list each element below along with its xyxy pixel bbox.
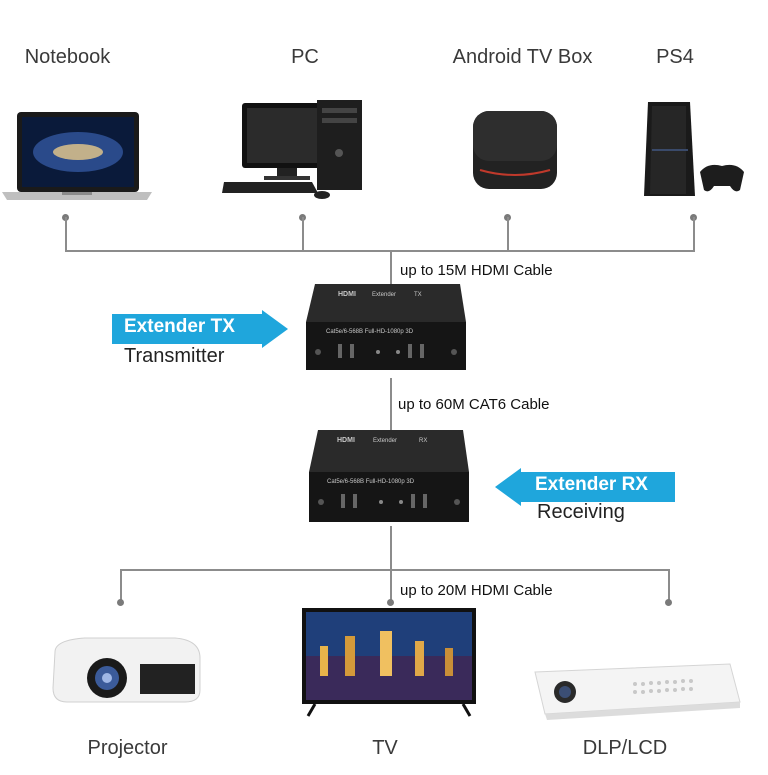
drop-line-notebook: [65, 217, 67, 251]
tx-front-text: Cat5e/6-568B Full-HD-1080p 3D: [326, 329, 414, 335]
mini-projector-icon: [534, 663, 741, 720]
tv-box-icon: [473, 111, 557, 189]
game-console-icon: [644, 102, 744, 196]
tx-arrow-shape: [112, 310, 288, 348]
rx-arrow-label: Extender RX: [535, 474, 648, 495]
connector-dot-tv: [387, 599, 394, 606]
source-label-pc: PC: [291, 46, 319, 68]
source-label-notebook: Notebook: [24, 46, 111, 68]
drop-line-tv: [390, 569, 392, 601]
rx-front-text: Cat5e/6-568B Full-HD-1080p 3D: [327, 479, 415, 485]
connector-dot-dlp: [665, 599, 672, 606]
tx-subtitle: Transmitter: [124, 345, 225, 367]
rx-port-left-2: [353, 494, 357, 508]
destination-label-projector: Projector: [87, 737, 168, 759]
drop-line-ps4: [693, 217, 695, 251]
tx-port-right-2: [420, 344, 424, 358]
rx-port-right: [411, 494, 415, 508]
drop-line-projector: [120, 569, 122, 601]
projector-icon: [52, 637, 201, 703]
destination-label-tv: TV: [372, 737, 398, 759]
rx-port-right-2: [423, 494, 427, 508]
rx-subtitle: Receiving: [537, 501, 625, 523]
drop-line-pc: [302, 217, 304, 251]
tx-top-text: Extender: [372, 292, 396, 298]
tx-port-left-2: [350, 344, 354, 358]
cable-label-hdmi-out: up to 20M HDMI Cable: [400, 582, 553, 599]
cable-label-hdmi-in: up to 15M HDMI Cable: [400, 262, 553, 279]
desktop-pc-icon: [222, 100, 362, 199]
cat6-line: [390, 378, 392, 430]
rx-top-text: Extender: [373, 438, 397, 444]
drop-line-tv-box: [507, 217, 509, 251]
destination-label-dlp-lcd: DLP/LCD: [582, 737, 668, 759]
source-label-android-tv-box: Android TV Box: [452, 46, 593, 68]
source-bus-line: [65, 250, 695, 252]
rx-arrow-shape: [495, 468, 675, 506]
connector-dot-projector: [117, 599, 124, 606]
transmitter-device: HDMI Extender TX Cat5e/6-568B Full-HD-10…: [306, 284, 466, 370]
rx-top-brand: HDMI: [337, 437, 355, 444]
tx-top-brand: HDMI: [338, 291, 356, 298]
source-label-ps4: PS4: [656, 46, 694, 68]
drop-line-dlp: [668, 569, 670, 601]
tx-port-left: [338, 344, 342, 358]
rx-top-code: RX: [419, 438, 427, 444]
rx-port-left: [341, 494, 345, 508]
destination-bus-line: [120, 569, 670, 571]
receiver-device: HDMI Extender RX Cat5e/6-568B Full-HD-10…: [309, 430, 469, 522]
tx-port-right: [408, 344, 412, 358]
tx-top-code: TX: [414, 292, 422, 298]
laptop-icon: [2, 112, 152, 200]
cable-label-cat6: up to 60M CAT6 Cable: [398, 396, 550, 413]
tx-arrow-label: Extender TX: [124, 316, 235, 337]
television-icon: [302, 608, 476, 717]
hdmi-in-line: [390, 250, 392, 290]
hdmi-out-line: [390, 526, 392, 570]
